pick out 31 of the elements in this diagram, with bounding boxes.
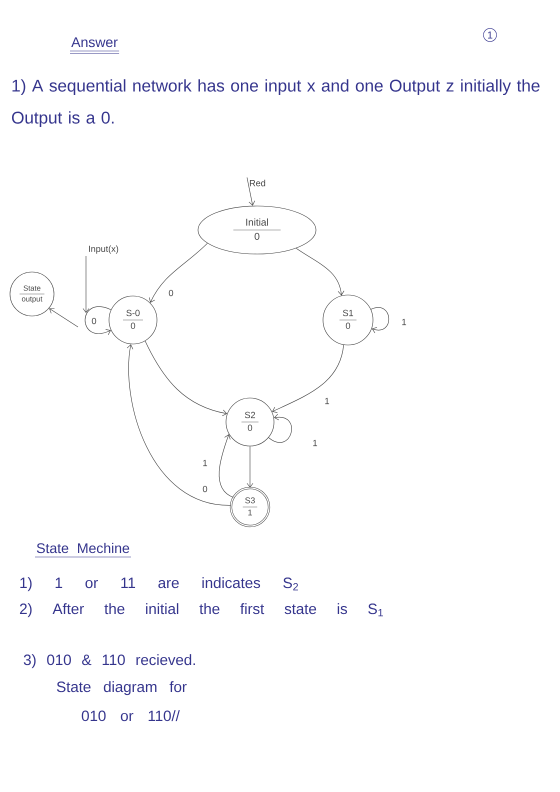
edge-label: 1 [202, 458, 208, 468]
reset-label: Red [250, 180, 266, 186]
leader-arrow [82, 256, 90, 313]
arrow [218, 434, 234, 498]
note-text: 2) After the initial the first state is S$_{1}$ [20, 603, 383, 618]
leader-arrow [49, 308, 78, 328]
arrow [246, 177, 256, 206]
edge-label: 0 [168, 288, 174, 298]
input-label: Input(x) [89, 245, 118, 254]
page-number: 1 [483, 28, 497, 42]
arrow [144, 340, 228, 416]
edge-label: 1 [400, 318, 408, 326]
arrow [296, 248, 344, 296]
arrow [272, 344, 344, 413]
edge-label: 1 [312, 438, 318, 448]
arrow [126, 344, 232, 506]
note-text: State diagram for [56, 681, 187, 696]
note-text: 3) 010 & 110 recieved. [24, 654, 195, 668]
arrow [246, 446, 254, 488]
edge-label: 1 [324, 396, 330, 406]
edge-label: 0 [90, 316, 98, 326]
question-text: 1) A sequential network has one input x and one Output z initially the Output is a 0. [12, 79, 540, 128]
edge-label: 0 [202, 484, 208, 494]
title: Answer [70, 37, 120, 54]
loop-arrow [268, 414, 292, 443]
section-heading: State Mechine [34, 542, 132, 558]
note-text: 1) 1 or 11 are indicates S$_{2}$ [20, 577, 298, 592]
loop-arrow [84, 306, 112, 336]
arrow [149, 243, 208, 303]
loop-arrow [370, 307, 390, 334]
note-text: 010 or 110// [82, 710, 180, 722]
